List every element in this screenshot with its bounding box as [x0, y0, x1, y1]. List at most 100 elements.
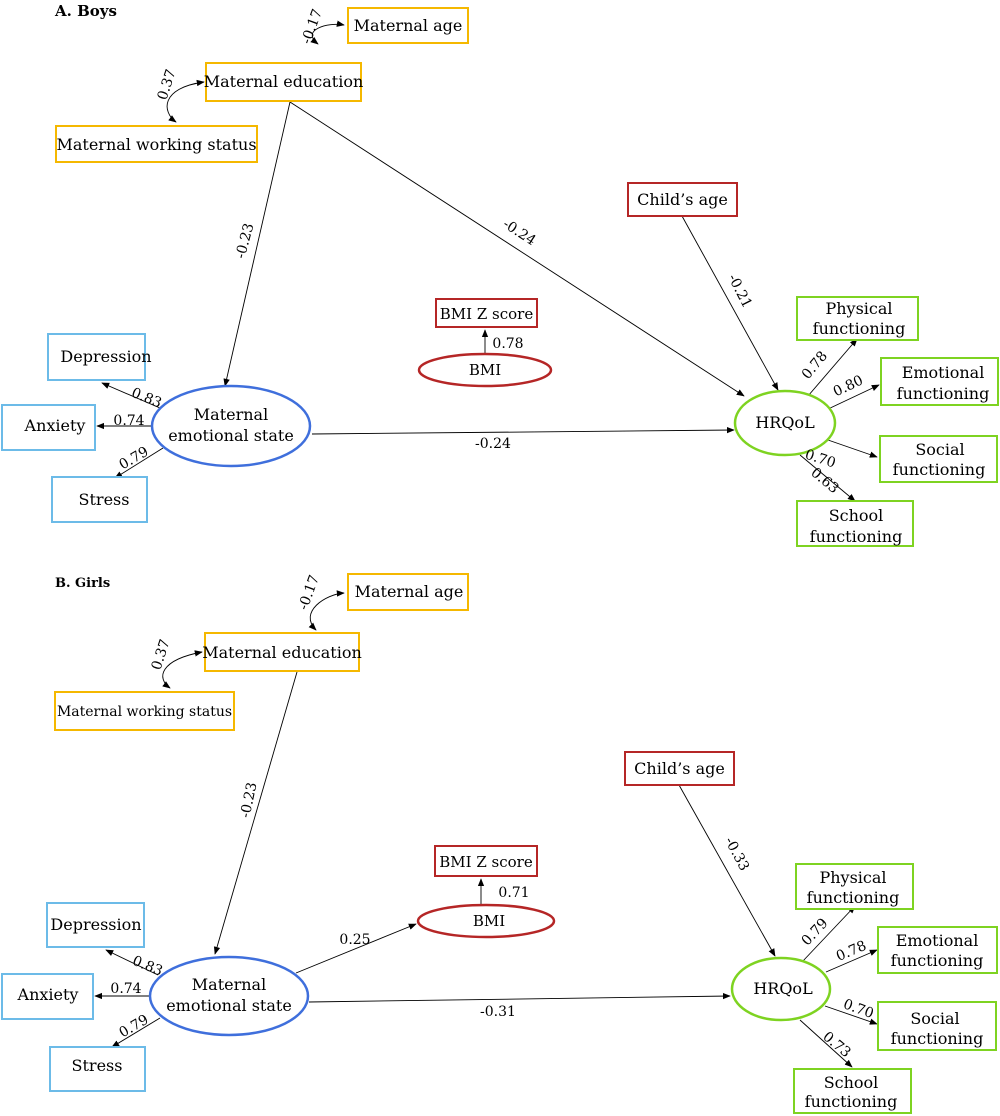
mes-hrqol-path — [308, 992, 731, 1003]
node-childs-age-label: Child’s age — [637, 190, 728, 209]
coef-mes-dep: 0.83 — [130, 953, 165, 980]
node-school-label-1: School — [824, 1073, 879, 1092]
node-childs-age — [627, 182, 738, 217]
mes-str-path — [114, 447, 164, 479]
node-bmi-label: BMI — [473, 912, 505, 930]
mes-dep-path — [105, 949, 159, 976]
coef-edu-work: 0.37 — [149, 637, 174, 672]
hrqol-emo-path — [825, 949, 878, 973]
coef-mes-anx: 0.74 — [110, 981, 141, 997]
node-maternal-age-label: Maternal age — [354, 16, 463, 35]
node-maternal-working-status-label: Maternal working status — [56, 135, 256, 154]
coef-hrqol-sch: 0.63 — [807, 465, 841, 497]
edu-mes-path — [223, 101, 291, 387]
node-social-label-2: functioning — [893, 460, 986, 479]
hrqol-soc-path — [824, 1005, 878, 1025]
node-bmi-z-score-label: BMI Z score — [440, 305, 534, 323]
node-physical-functioning — [796, 296, 919, 341]
coef-mes-hrqol: -0.24 — [475, 436, 511, 452]
node-hrqol-label: HRQoL — [755, 413, 815, 432]
node-stress — [51, 476, 148, 523]
coef-mes-str: 0.79 — [117, 1012, 152, 1041]
node-bmi-z-score — [434, 845, 538, 877]
coef-hrqol-sch: 0.73 — [819, 1029, 853, 1061]
node-mes-label-1: Maternal — [194, 405, 268, 424]
childage-hrqol-path — [678, 784, 776, 957]
panel-title: B. Girls — [55, 576, 110, 591]
coef-bmi-bmiz: 0.71 — [498, 885, 529, 901]
node-emotional-label-2: functioning — [891, 951, 984, 970]
hrqol-phys-path — [807, 338, 858, 397]
node-emotional-functioning — [877, 926, 998, 974]
node-maternal-age — [347, 7, 469, 44]
node-maternal-working-status — [54, 691, 235, 731]
node-mes-label-1: Maternal — [192, 975, 266, 994]
node-physical-label-2: functioning — [807, 888, 900, 907]
edu-age-correlation — [310, 20, 345, 45]
node-social-label-2: functioning — [891, 1029, 984, 1048]
node-bmi-z-score — [435, 298, 538, 328]
node-social-label-1: Social — [915, 440, 964, 459]
panel-boys: A. Boys Maternal age Maternal education … — [1, 2, 999, 547]
node-bmi — [416, 903, 556, 939]
node-anxiety — [1, 404, 96, 451]
node-physical-label-1: Physical — [819, 868, 886, 887]
node-childs-age — [624, 751, 735, 786]
node-depression-label: Depression — [50, 915, 141, 934]
node-school-functioning — [793, 1068, 912, 1114]
hrqol-phys-path — [801, 905, 856, 963]
coef-mes-hrqol: -0.31 — [480, 1004, 516, 1020]
node-maternal-age-label: Maternal age — [355, 582, 464, 601]
node-stress-label: Stress — [79, 490, 130, 509]
node-school-label-1: School — [829, 506, 884, 525]
coef-hrqol-phys: 0.79 — [799, 915, 832, 949]
node-mes-label-2: emotional state — [168, 426, 294, 445]
node-hrqol — [733, 389, 837, 457]
node-bmi-label: BMI — [469, 361, 501, 379]
node-social-functioning — [879, 435, 998, 483]
node-stress-label: Stress — [72, 1056, 123, 1075]
edu-work-correlation — [162, 650, 203, 689]
node-anxiety — [1, 973, 94, 1020]
node-social-label-1: Social — [910, 1009, 959, 1028]
node-emotional-label-1: Emotional — [902, 363, 985, 382]
node-physical-functioning — [795, 863, 914, 910]
hrqol-sch-path — [799, 454, 856, 502]
node-emotional-label-2: functioning — [897, 384, 990, 403]
coef-hrqol-phys: 0.78 — [799, 348, 831, 382]
node-maternal-emotional-state — [148, 955, 310, 1037]
node-school-label-2: functioning — [805, 1092, 898, 1111]
node-depression — [46, 902, 145, 948]
node-maternal-education — [205, 62, 362, 102]
node-depression — [47, 333, 146, 381]
node-bmi-z-score-label: BMI Z score — [439, 853, 533, 871]
node-maternal-education-label: Maternal education — [204, 72, 364, 91]
edu-mes-path — [213, 671, 298, 955]
childage-hrqol-path — [681, 215, 779, 391]
node-childs-age-label: Child’s age — [634, 759, 725, 778]
node-anxiety-label: Anxiety — [17, 985, 79, 1004]
mes-str-path — [111, 1017, 161, 1048]
node-maternal-working-status — [55, 125, 258, 163]
node-hrqol-label: HRQoL — [753, 979, 813, 998]
node-hrqol — [730, 956, 832, 1022]
coef-mes-anx: 0.74 — [113, 413, 144, 429]
edu-age-correlation — [308, 590, 345, 631]
coef-edu-mes: -0.23 — [233, 222, 258, 261]
coef-edu-work: 0.37 — [155, 67, 180, 102]
node-maternal-emotional-state — [150, 384, 312, 468]
node-emotional-functioning — [880, 357, 999, 406]
node-anxiety-label: Anxiety — [24, 416, 86, 435]
mes-bmi-path — [295, 923, 417, 974]
node-social-functioning — [877, 1001, 997, 1051]
node-physical-label-1: Physical — [825, 299, 892, 318]
coef-edu-age: -0.17 — [296, 573, 323, 612]
panel-girls: B. Girls Maternal age Maternal education… — [1, 573, 998, 1114]
node-school-functioning — [796, 500, 914, 547]
hrqol-emo-path — [825, 384, 880, 411]
coef-edu-hrqol: -0.24 — [500, 216, 539, 249]
mes-dep-path — [101, 382, 161, 409]
node-maternal-education-label: Maternal education — [202, 643, 362, 662]
coef-mes-str: 0.79 — [117, 444, 152, 473]
